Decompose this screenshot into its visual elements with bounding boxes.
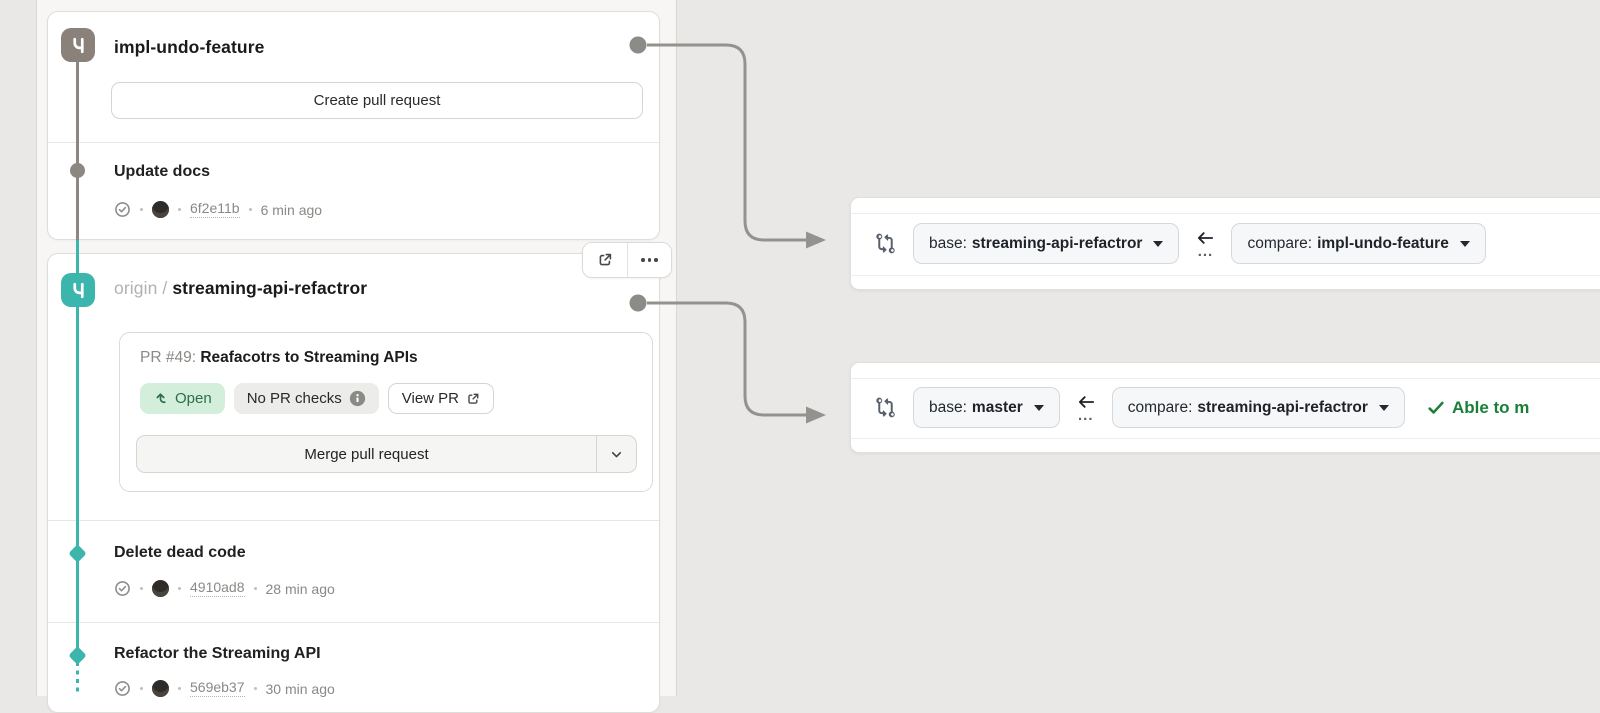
compare-branch-name: streaming-api-refactror: [1197, 398, 1368, 416]
author-avatar: [152, 201, 169, 218]
commit-verified-icon: [114, 580, 131, 597]
separator-dot: [178, 587, 181, 590]
caret-down-icon: [1153, 240, 1164, 247]
commit-verified-icon: [114, 680, 131, 697]
divider: [48, 622, 659, 623]
branch-name: impl-undo-feature: [114, 37, 265, 57]
merge-pull-request-button[interactable]: Merge pull request: [304, 445, 429, 463]
branch-card-impl-undo-feature: impl-undo-feature Create pull request Up…: [47, 11, 660, 240]
separator-dot: [253, 687, 257, 690]
more-options-button[interactable]: [627, 243, 671, 277]
check-icon: [1428, 401, 1444, 414]
commit-time: 6 min ago: [260, 201, 323, 218]
create-pull-request-button[interactable]: Create pull request: [111, 82, 643, 119]
path-separator: /: [162, 278, 168, 298]
pr-title-row: PR #49: Reafacotrs to Streaming APIs: [140, 349, 418, 367]
separator-dot: [140, 587, 143, 590]
branch-name-text: streaming-api-refactror: [172, 278, 368, 298]
arrowhead-icon: [806, 406, 826, 424]
separator-dot: [140, 687, 143, 690]
base-label: base:: [929, 398, 967, 416]
separator-dot: [140, 208, 143, 211]
commit-title: Delete dead code: [114, 544, 246, 561]
pr-status-badge: Open: [140, 383, 225, 414]
view-pr-button[interactable]: View PR: [387, 383, 494, 414]
merge-ability-status: Able to m: [1428, 398, 1529, 418]
merge-pull-request-split-button: Merge pull request: [136, 435, 637, 473]
separator-dot: [178, 208, 181, 211]
caret-down-icon: [1378, 404, 1389, 411]
range-dots: ...: [1197, 242, 1214, 260]
commit-hash-link[interactable]: 4910ad8: [190, 579, 245, 597]
base-label: base:: [929, 234, 967, 252]
pull-request-open-icon: [156, 393, 166, 404]
remote-name: origin: [114, 278, 158, 298]
diff-range-indicator: ...: [1075, 393, 1097, 423]
commit-title: Update docs: [114, 163, 211, 180]
info-icon[interactable]: [349, 390, 366, 407]
branch-card-streaming-api-refactror: origin / streaming-api-refactror PR #49:…: [47, 253, 660, 713]
compare-label: compare:: [1247, 234, 1313, 252]
open-external-button[interactable]: [583, 243, 627, 277]
author-avatar: [152, 680, 169, 697]
diff-range-indicator: ...: [1194, 229, 1216, 259]
commit-hash-link[interactable]: 6f2e11b: [190, 200, 240, 218]
divider: [48, 520, 659, 521]
compare-branch-name: impl-undo-feature: [1317, 234, 1449, 252]
external-link-icon: [468, 393, 479, 404]
base-branch-selector[interactable]: base: streaming-api-refactror: [913, 223, 1180, 264]
merge-options-button[interactable]: [596, 436, 636, 472]
arrow-left-icon: [1198, 231, 1214, 244]
commit-time: 30 min ago: [265, 680, 335, 697]
commit-meta-row: 569eb37 30 min ago: [114, 679, 335, 697]
divider: [48, 142, 659, 143]
commit-meta-row: 6f2e11b 6 min ago: [114, 200, 323, 218]
arrowhead-icon: [806, 231, 826, 249]
commit-time: 28 min ago: [265, 580, 335, 597]
compare-bar-impl-undo-feature: base: streaming-api-refactror ... compar…: [850, 197, 1600, 290]
external-link-icon: [599, 253, 612, 266]
base-branch-selector[interactable]: base: master: [913, 387, 1060, 428]
pr-checks-badge: No PR checks: [233, 383, 379, 414]
pr-badge-row: Open No PR checks View PR: [140, 383, 494, 414]
pr-title: Reafacotrs to Streaming APIs: [200, 349, 418, 366]
separator-dot: [248, 208, 252, 211]
compare-bar-streaming-api-refactror: base: master ... compare: streaming-api-…: [850, 362, 1600, 453]
commit-verified-icon: [114, 201, 131, 218]
compare-branch-selector[interactable]: compare: streaming-api-refactror: [1111, 387, 1405, 428]
separator-dot: [178, 687, 181, 690]
caret-down-icon: [1459, 240, 1470, 247]
arrow-left-icon: [1078, 395, 1094, 408]
chevron-down-icon: [611, 451, 622, 457]
author-avatar: [152, 580, 169, 597]
base-branch-name: master: [971, 398, 1023, 416]
commit-hash-link[interactable]: 569eb37: [190, 679, 245, 697]
compare-branch-selector[interactable]: compare: impl-undo-feature: [1231, 223, 1486, 264]
caret-down-icon: [1033, 404, 1044, 411]
separator-dot: [253, 587, 257, 590]
compare-label: compare:: [1127, 398, 1193, 416]
pr-number: PR #49:: [140, 349, 197, 366]
git-compare-icon: [876, 397, 895, 418]
git-compare-icon: [876, 233, 895, 254]
base-branch-name: streaming-api-refactror: [971, 234, 1143, 252]
pull-request-card: PR #49: Reafacotrs to Streaming APIs Ope…: [119, 332, 653, 492]
commit-meta-row: 4910ad8 28 min ago: [114, 579, 335, 597]
kebab-menu-icon: [641, 258, 658, 262]
branch-card-actions: [582, 242, 672, 278]
branch-name: origin / streaming-api-refactror: [114, 278, 367, 299]
range-dots: ...: [1078, 406, 1094, 424]
commit-title: Refactor the Streaming API: [114, 645, 321, 662]
